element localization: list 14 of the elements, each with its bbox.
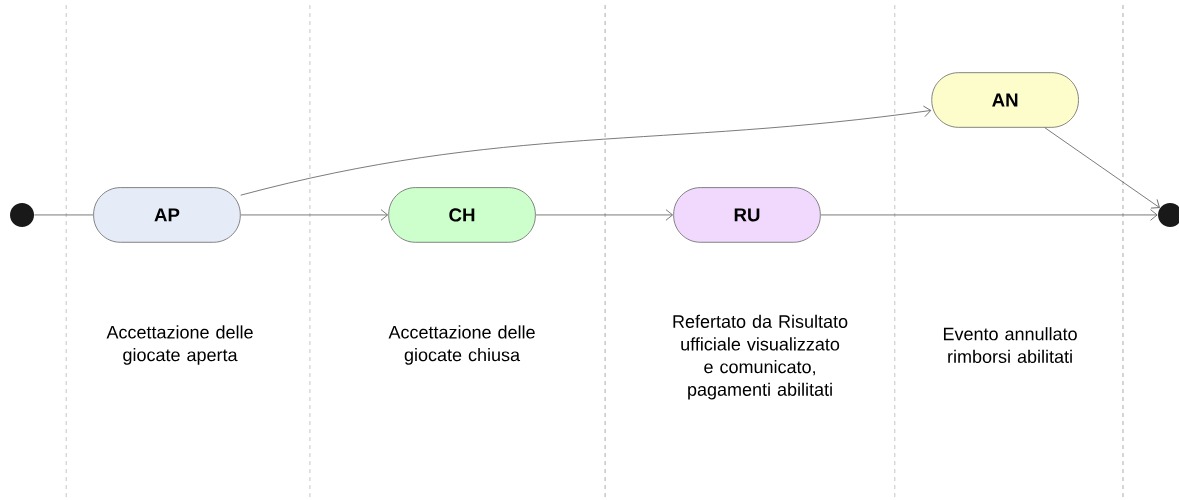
state-description: Accettazione delle giocate aperta — [106, 325, 253, 365]
arrow — [240, 209, 389, 221]
state-box: AN — [931, 72, 1079, 128]
arrow — [535, 209, 673, 221]
arrow — [820, 209, 1158, 221]
state-description: Refertato da Risultato ufficiale visualizzato e comunicato, pagamenti abilitati — [673, 314, 848, 400]
state-box: CH — [388, 187, 536, 243]
arrow — [240, 105, 932, 196]
state-description: Accettazione delle giocate chiusa — [388, 325, 535, 365]
state-box: AP — [93, 187, 241, 243]
state-box: RU — [673, 187, 821, 243]
arrow — [1044, 127, 1160, 209]
state-description: Evento annullato rimborsi abilitati — [944, 327, 1077, 363]
start-dot — [10, 202, 34, 227]
